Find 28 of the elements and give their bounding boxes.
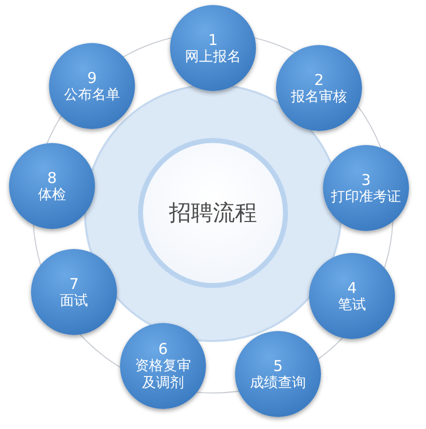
step-label: 成绩查询 — [249, 374, 307, 392]
center-title: 招聘流程 — [169, 200, 257, 228]
step-number: 2 — [314, 70, 324, 88]
step-circle — [276, 45, 362, 131]
step-circle — [309, 253, 395, 339]
step-number: 9 — [87, 68, 97, 86]
step-number: 7 — [69, 274, 79, 292]
step-label: 笔试 — [337, 296, 367, 314]
step-number: 5 — [273, 356, 283, 374]
step-label: 体检 — [37, 186, 67, 204]
step-label: 网上报名 — [184, 48, 242, 66]
step-circle — [120, 323, 206, 409]
step-number: 3 — [361, 170, 371, 188]
step-label: 报名审核 — [290, 88, 348, 106]
step-circle — [235, 331, 321, 417]
step-circle — [9, 143, 95, 229]
step-label: 资格复审及调剂 — [134, 358, 192, 392]
step-label: 公布名单 — [63, 86, 121, 104]
step-number: 6 — [158, 340, 168, 358]
step-number: 1 — [208, 30, 218, 48]
step-label: 面试 — [59, 292, 89, 310]
step-circle — [31, 249, 117, 335]
step-label: 打印准考证 — [330, 188, 402, 206]
step-number: 8 — [47, 168, 57, 186]
step-number: 4 — [347, 278, 357, 296]
step-circle — [170, 5, 256, 91]
step-circle — [49, 43, 135, 129]
step-circle — [323, 145, 409, 231]
